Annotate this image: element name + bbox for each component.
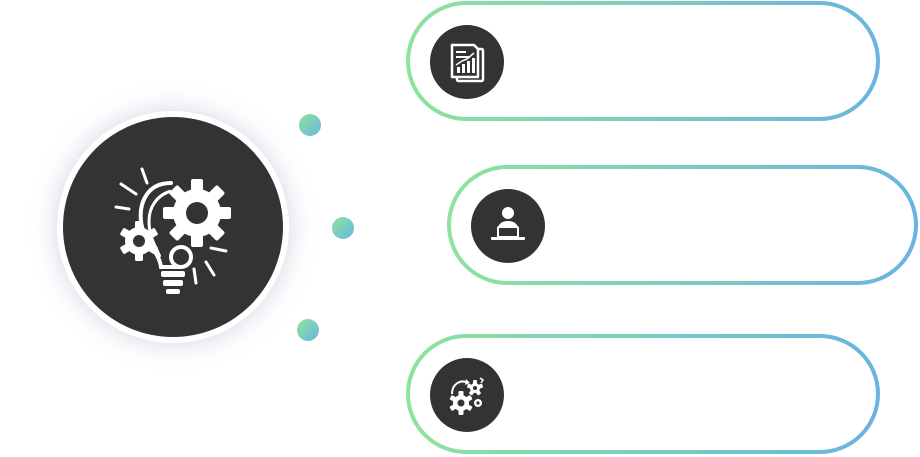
item-card-3-icon-circle <box>430 358 504 432</box>
gears-process-icon <box>449 377 485 415</box>
item-card-2-icon-circle <box>471 189 545 263</box>
connector-dot-1 <box>299 114 321 136</box>
item-card-1-icon-circle <box>430 25 504 99</box>
lightbulb-gears-icon <box>114 167 231 294</box>
hub-inner <box>63 117 283 337</box>
connector-dot-3 <box>297 319 319 341</box>
item-card-1-body <box>410 5 876 117</box>
item-card-2-body <box>451 169 914 281</box>
connector-dot-2 <box>332 217 354 239</box>
item-card-3-body <box>410 338 876 450</box>
item-card-3 <box>406 334 880 454</box>
report-chart-icon <box>450 43 485 83</box>
item-card-1 <box>406 1 880 121</box>
person-laptop-icon <box>491 207 525 240</box>
hub-circle <box>57 111 289 343</box>
item-card-2 <box>447 165 918 285</box>
